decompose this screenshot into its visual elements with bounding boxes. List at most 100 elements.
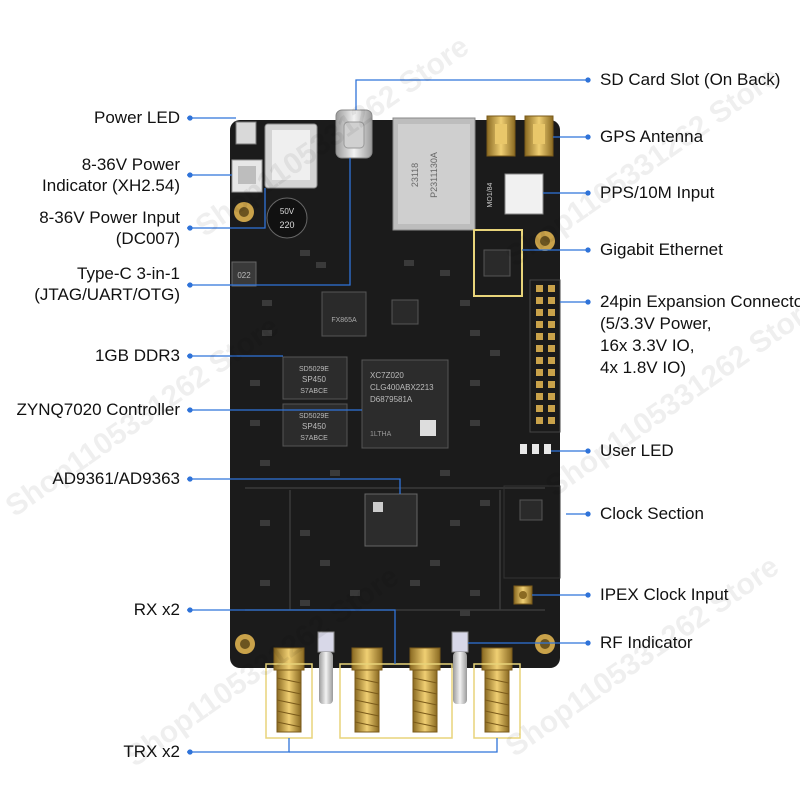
smd-component xyxy=(480,500,490,506)
rf-indicator-right xyxy=(451,631,469,653)
smd-component xyxy=(490,350,500,356)
header-pin xyxy=(536,381,543,388)
svg-text:CLG400ABX2213: CLG400ABX2213 xyxy=(370,383,434,392)
svg-text:50V: 50V xyxy=(280,207,295,216)
gps-module xyxy=(504,173,544,215)
smd-component xyxy=(250,380,260,386)
mounting-holes xyxy=(234,202,555,654)
label-power-indicator: 8-36V Power Indicator (XH2.54) xyxy=(42,155,180,195)
label-rx: RX x2 xyxy=(133,600,180,619)
header-pin xyxy=(548,333,555,340)
header-pin xyxy=(536,333,543,340)
label-user-led: User LED xyxy=(600,441,674,460)
smd-component xyxy=(440,270,450,276)
header-pin xyxy=(548,285,555,292)
header-pin xyxy=(536,321,543,328)
power-led xyxy=(235,121,257,145)
svg-text:SD5029E: SD5029E xyxy=(299,413,329,420)
svg-text:FX865A: FX865A xyxy=(331,317,357,324)
header-pin xyxy=(548,297,555,304)
svg-text:23118: 23118 xyxy=(410,163,420,187)
label-controller: ZYNQ7020 Controller xyxy=(16,400,180,419)
header-pin xyxy=(536,309,543,316)
header-pin xyxy=(548,369,555,376)
rx-highlight xyxy=(339,663,453,739)
smd-component xyxy=(470,420,480,426)
header-pin xyxy=(536,369,543,376)
header-pin xyxy=(536,393,543,400)
smd-component xyxy=(260,580,270,586)
header-pin xyxy=(536,405,543,412)
smd-component xyxy=(320,560,330,566)
label-clock: Clock Section xyxy=(600,504,704,523)
ddr-chip-bottom xyxy=(282,403,348,447)
svg-text:D6879581A: D6879581A xyxy=(370,395,413,404)
usb-chip xyxy=(321,291,367,337)
sma-connector xyxy=(409,647,441,733)
header-pin xyxy=(536,285,543,292)
expansion-header xyxy=(529,279,561,433)
smd-component xyxy=(250,420,260,426)
label-sd-card: SD Card Slot (On Back) xyxy=(600,70,781,89)
clock-section-area xyxy=(503,485,561,579)
smd-component xyxy=(300,530,310,536)
label-ad9361: AD9361/AD9363 xyxy=(52,469,180,488)
svg-text:SD5029E: SD5029E xyxy=(299,366,329,373)
header-pin xyxy=(536,357,543,364)
header-pin xyxy=(548,321,555,328)
svg-text:220: 220 xyxy=(279,220,294,230)
svg-text:SP450: SP450 xyxy=(302,422,327,431)
sma-connector xyxy=(351,647,383,733)
svg-text:MO1/84: MO1/84 xyxy=(487,182,494,207)
header-pin xyxy=(548,357,555,364)
label-pps: PPS/10M Input xyxy=(600,183,715,202)
smd-component xyxy=(330,470,340,476)
label-rf-indicator: RF Indicator xyxy=(600,633,693,652)
header-pin xyxy=(536,417,543,424)
label-power-led: Power LED xyxy=(94,108,180,127)
svg-text:S7ABCE: S7ABCE xyxy=(300,388,328,395)
header-pin xyxy=(548,393,555,400)
ad9361-chip xyxy=(364,493,418,547)
smd-component xyxy=(410,580,420,586)
svg-text:XC7Z020: XC7Z020 xyxy=(370,371,404,380)
smd-component xyxy=(430,560,440,566)
smd-component xyxy=(450,520,460,526)
label-typec: Type-C 3-in-1 (JTAG/UART/OTG) xyxy=(34,264,180,304)
user-leds xyxy=(520,444,551,454)
header-pin xyxy=(548,417,555,424)
label-trx: TRX x2 xyxy=(123,742,180,761)
smd-component xyxy=(470,380,480,386)
ddr-chip-top xyxy=(282,356,348,400)
smd-component xyxy=(440,470,450,476)
label-gps: GPS Antenna xyxy=(600,127,704,146)
smd-component xyxy=(262,330,272,336)
smd-component xyxy=(470,590,480,596)
smd-component xyxy=(350,590,360,596)
label-ipex: IPEX Clock Input xyxy=(600,585,729,604)
smd-component xyxy=(260,460,270,466)
svg-text:SP450: SP450 xyxy=(302,375,327,384)
leader-lines xyxy=(187,77,591,755)
svg-text:S7ABCE: S7ABCE xyxy=(300,435,328,442)
sma-connector xyxy=(481,647,513,733)
svg-text:1LTHA: 1LTHA xyxy=(370,431,392,438)
header-pin xyxy=(536,297,543,304)
smd-component xyxy=(316,262,326,268)
header-pin xyxy=(548,309,555,316)
inductor xyxy=(231,261,257,287)
header-pin xyxy=(536,345,543,352)
svg-text:P2311130A: P2311130A xyxy=(429,152,439,198)
smd-component xyxy=(300,250,310,256)
electrolytic-capacitor xyxy=(266,197,308,239)
svg-text:022: 022 xyxy=(237,271,251,280)
header-pin xyxy=(548,405,555,412)
smd-component xyxy=(300,600,310,606)
gigabit-highlight xyxy=(473,229,523,297)
smd-component xyxy=(262,300,272,306)
smd-component xyxy=(470,330,480,336)
smd-component xyxy=(260,520,270,526)
header-pin xyxy=(548,345,555,352)
